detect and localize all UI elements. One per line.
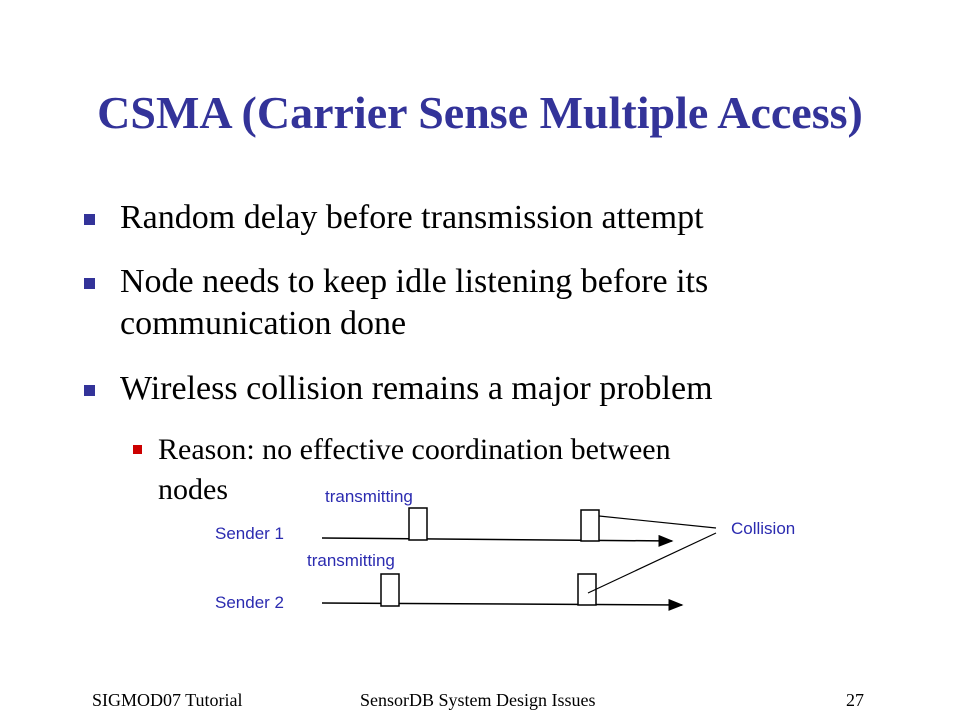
bullet-item: Node needs to keep idle listening before… bbox=[84, 261, 709, 345]
page-number: 27 bbox=[846, 690, 864, 710]
slide-title: CSMA (Carrier Sense Multiple Access) bbox=[97, 87, 863, 138]
bullet-text-continuation: communication done bbox=[120, 305, 407, 342]
bullet-item: Wireless collision remains a major probl… bbox=[84, 368, 713, 410]
bullet-marker bbox=[84, 278, 95, 289]
bullet-item: Random delay before transmission attempt bbox=[84, 197, 704, 239]
sender1-timeline bbox=[321, 534, 674, 547]
footer-center: SensorDB System Design Issues bbox=[360, 690, 596, 710]
footer-left: SIGMOD07 Tutorial bbox=[92, 690, 243, 710]
sub-bullet-marker bbox=[133, 445, 142, 454]
sender1-collision-slot bbox=[580, 509, 600, 542]
transmitting-label: transmitting bbox=[307, 551, 395, 570]
sub-bullet-item: Reason: no effective coordination betwee… bbox=[133, 430, 671, 510]
sender1-transmission-slot bbox=[408, 507, 428, 541]
sub-bullet-text: Reason: no effective coordination betwee… bbox=[158, 433, 671, 466]
bullet-text: Wireless collision remains a major probl… bbox=[120, 370, 713, 407]
sender2-transmission-slot bbox=[380, 573, 400, 607]
sender2-timeline bbox=[321, 598, 684, 611]
sub-bullet-text-continuation: nodes bbox=[158, 473, 228, 506]
collision-label: Collision bbox=[731, 519, 796, 538]
transmitting-label: transmitting bbox=[325, 487, 413, 506]
bullet-text: Random delay before transmission attempt bbox=[120, 199, 704, 236]
bullet-text: Node needs to keep idle listening before… bbox=[120, 263, 709, 300]
bullet-marker bbox=[84, 214, 95, 225]
collision-pointer-line bbox=[598, 515, 717, 529]
collision-pointer-line bbox=[587, 532, 717, 594]
bullet-marker bbox=[84, 385, 95, 396]
sender2-label: Sender 2 bbox=[215, 593, 284, 612]
sender1-label: Sender 1 bbox=[215, 524, 284, 543]
sender2-collision-slot bbox=[577, 573, 597, 606]
